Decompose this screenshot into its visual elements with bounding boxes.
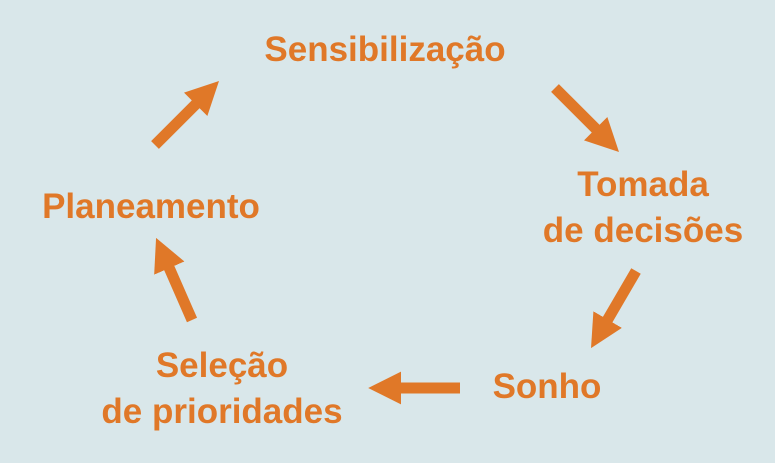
step-label: Planeamento [42,187,260,226]
step-label-line2: de prioridades [101,392,343,431]
step-label: Sensibilização [264,30,506,69]
step-tomada-de-decisoes: Tomada de decisões [543,162,743,254]
step-label-line1: Seleção [155,346,289,385]
arrow-sensibilizacao-to-tomada [551,84,620,153]
step-label: Sonho [492,367,602,406]
step-sensibilizacao: Sensibilização [264,27,505,73]
step-planeamento: Planeamento [42,184,260,230]
step-sonho: Sonho [493,364,602,410]
arrow-selecao-to-planeamento [154,237,198,323]
step-selecao-de-prioridades: Seleção de prioridades [101,343,342,435]
step-label-line1: Tomada [577,165,709,204]
arrow-planeamento-to-sensibilizacao [151,80,220,149]
step-label-line2: de decisões [542,211,744,250]
arrow-tomada-to-sonho [591,268,641,349]
